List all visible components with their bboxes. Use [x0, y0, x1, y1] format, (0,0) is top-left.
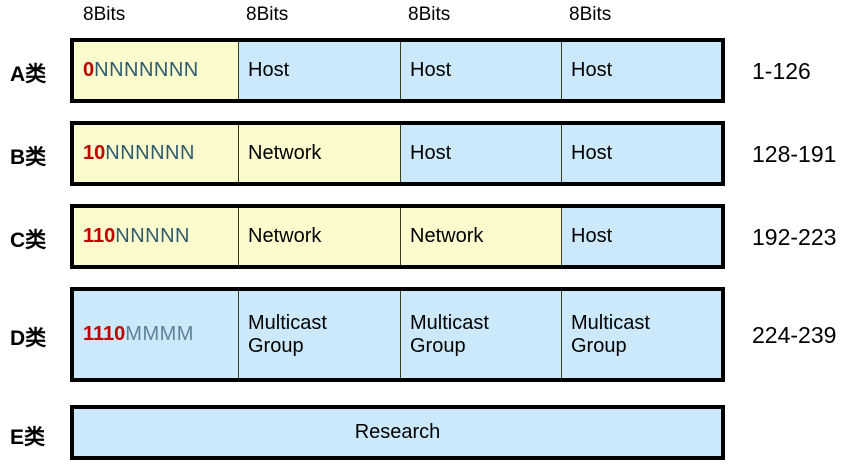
bit-pattern-cell-a: 0NNNNNNN — [74, 42, 239, 99]
segment-label-a-4: Host — [571, 59, 613, 81]
bit-prefix-c: 110 — [83, 225, 116, 247]
segment-label-e-full: Research — [354, 421, 441, 443]
class-label-b: B类 — [10, 146, 47, 169]
segment-cell-a-3: Host — [401, 42, 562, 99]
segment-cell-e-full: Research — [74, 409, 721, 456]
class-label-e: E类 — [10, 426, 46, 449]
bit-pattern-cell-c: 110NNNNN — [74, 208, 239, 265]
segment-label-a-2: Host — [248, 59, 290, 81]
segment-label-b-3: Host — [410, 142, 452, 164]
class-row-e: Research — [70, 405, 725, 460]
segment-label-d-2: Multicast Group — [248, 311, 327, 357]
segment-cell-b-4: Host — [562, 125, 721, 182]
class-row-d: 1110MMMM Multicast Group Multicast Group… — [70, 287, 725, 382]
bits-header-label-4: 8Bits — [569, 4, 612, 25]
segment-label-b-4: Host — [571, 142, 613, 164]
segment-cell-b-3: Host — [401, 125, 562, 182]
bit-pattern-cell-d: 1110MMMM — [74, 291, 239, 378]
bit-prefix-b: 10 — [83, 142, 106, 164]
bit-pattern-cell-b: 10NNNNNN — [74, 125, 239, 182]
segment-label-c-2: Network — [248, 225, 322, 247]
segment-cell-a-2: Host — [239, 42, 401, 99]
segment-label-c-3: Network — [410, 225, 484, 247]
class-label-c: C类 — [10, 229, 47, 252]
bit-prefix-d: 1110 — [83, 323, 126, 345]
bit-rest-d: MMMM — [125, 323, 194, 345]
bit-rest-c: NNNNN — [115, 225, 190, 247]
segment-label-b-2: Network — [248, 142, 322, 164]
segment-cell-d-2: Multicast Group — [239, 291, 401, 378]
segment-cell-d-3: Multicast Group — [401, 291, 562, 378]
segment-label-c-4: Host — [571, 225, 613, 247]
bits-header-label-3: 8Bits — [408, 4, 451, 25]
segment-label-d-4: Multicast Group — [571, 311, 650, 357]
segment-cell-c-4: Host — [562, 208, 721, 265]
class-row-a: 0NNNNNNN Host Host Host — [70, 38, 725, 103]
class-row-c: 110NNNNN Network Network Host — [70, 204, 725, 269]
segment-cell-c-2: Network — [239, 208, 401, 265]
bits-header-label-1: 8Bits — [83, 4, 126, 25]
range-label-a: 1-126 — [752, 58, 811, 84]
segment-cell-c-3: Network — [401, 208, 562, 265]
class-label-d: D类 — [10, 327, 47, 350]
segment-cell-d-4: Multicast Group — [562, 291, 721, 378]
segment-cell-a-4: Host — [562, 42, 721, 99]
bit-rest-a: NNNNNNN — [94, 59, 199, 81]
bits-header-row: 8Bits 8Bits 8Bits 8Bits — [70, 2, 725, 28]
bits-header-label-2: 8Bits — [246, 4, 289, 25]
range-label-d: 224-239 — [752, 322, 837, 348]
segment-label-a-3: Host — [410, 59, 452, 81]
range-label-c: 192-223 — [752, 224, 837, 250]
bit-prefix-a: 0 — [83, 59, 95, 81]
class-label-a: A类 — [10, 63, 47, 86]
range-label-b: 128-191 — [752, 141, 837, 167]
bit-rest-b: NNNNNN — [105, 142, 195, 164]
class-row-b: 10NNNNNN Network Host Host — [70, 121, 725, 186]
segment-label-d-3: Multicast Group — [410, 311, 489, 357]
segment-cell-b-2: Network — [239, 125, 401, 182]
